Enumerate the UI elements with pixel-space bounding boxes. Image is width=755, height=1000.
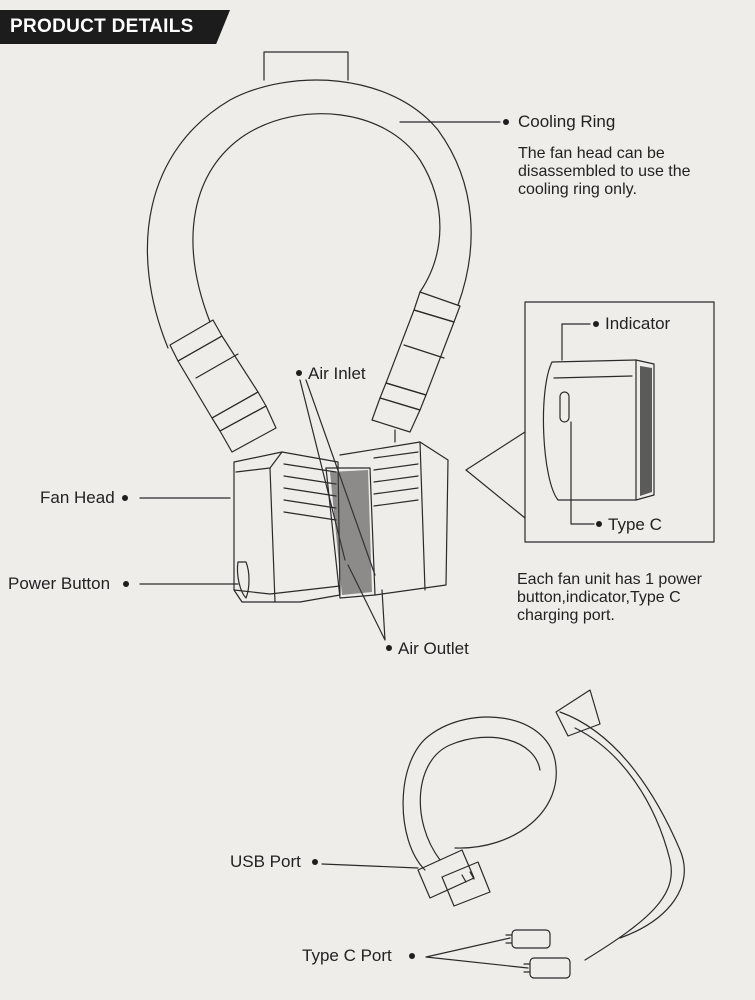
air-inlet-label: Air Inlet <box>308 364 366 383</box>
fan-unit-side-view <box>542 323 655 525</box>
fan-unit-description: Each fan unit has 1 power button,indicat… <box>517 571 703 624</box>
outlet-mesh <box>330 366 652 595</box>
air-outlet-label: Air Outlet <box>398 639 469 658</box>
section-header: PRODUCT DETAILS <box>0 10 230 44</box>
section-title: PRODUCT DETAILS <box>10 16 194 37</box>
power-button-label: Power Button <box>8 574 111 593</box>
usb-port-leader <box>321 863 419 869</box>
cooling-ring-description: The fan head can be disassembled to use … <box>518 145 691 198</box>
fan-head-illustration <box>233 429 449 603</box>
cooling-ring-label: Cooling Ring <box>518 112 616 131</box>
charging-cable-illustration <box>402 689 685 979</box>
detail-frame <box>524 301 715 543</box>
type-c-port-label: Type C Port <box>302 946 392 965</box>
usb-port-label: USB Port <box>230 852 301 871</box>
fan-head-label: Fan Head <box>40 488 115 507</box>
cooling-ring-illustration <box>146 51 472 453</box>
type-c-label: Type C <box>608 515 662 534</box>
indicator-label: Indicator <box>605 314 671 333</box>
type-c-port-leader <box>425 937 529 969</box>
